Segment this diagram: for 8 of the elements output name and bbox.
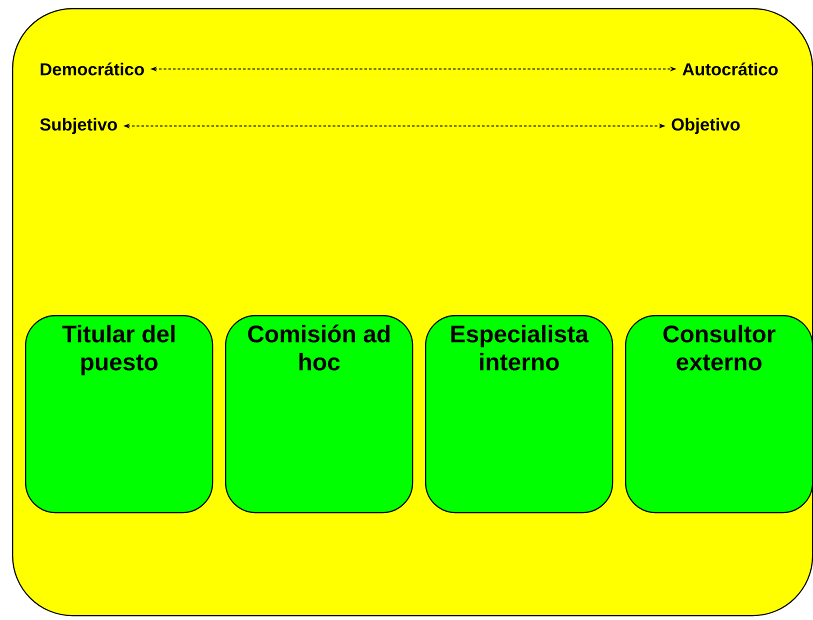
option-box: Comisión ad hoc [225,315,414,514]
scale-label: Democrático [40,62,144,76]
scale-label: Subjetivo [40,118,117,134]
option-box: Especialista interno [425,315,614,514]
option-box: Consultor externo [625,315,813,514]
option-box: Titular del puesto [25,315,214,514]
scale-label: Objetivo [672,118,740,134]
scale-label: Autocrático [682,62,778,76]
